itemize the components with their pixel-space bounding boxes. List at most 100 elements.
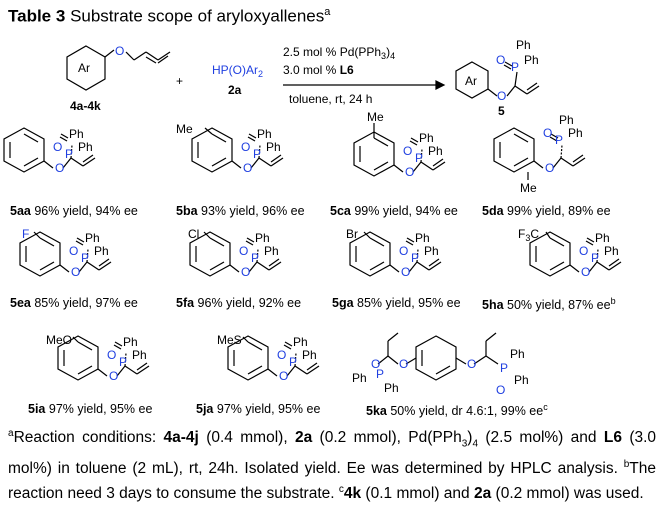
condition-catalyst: 2.5 mol % Pd(PPh3)4 [283,45,395,61]
svg-text:O: O [579,244,588,258]
svg-text:Ph: Ph [384,381,399,395]
svg-text:Me: Me [520,181,537,195]
svg-text:P: P [251,251,259,265]
svg-text:Ph: Ph [94,244,109,258]
svg-text:O: O [401,265,410,279]
svg-text:F: F [22,227,29,241]
svg-text:Ph: Ph [69,127,84,141]
svg-text:Ph: Ph [568,126,583,140]
table-footnote: aReaction conditions: 4a-4j (0.4 mmol), … [8,428,657,503]
svg-text:P: P [376,367,384,381]
caption-5aa: 5aa 96% yield, 94% ee [10,204,138,218]
svg-text:Cl: Cl [188,227,199,241]
o-atom: O [497,89,506,103]
svg-text:Ph: Ph [123,335,138,349]
svg-text:O: O [239,244,248,258]
condition-solvent: toluene, rt, 24 h [289,92,372,106]
svg-text:O: O [243,161,252,175]
svg-text:P: P [81,251,89,265]
svg-text:O: O [467,357,476,371]
svg-text:O: O [55,161,64,175]
svg-text:O: O [371,357,380,371]
svg-text:O: O [241,140,250,154]
svg-text:F3C: F3C [518,227,539,243]
caption-5ga: 5ga 85% yield, 95% ee [332,296,461,310]
svg-text:MeO: MeO [46,333,72,347]
caption-5ka: 5ka 50% yield, dr 4.6:1, 99% eec [366,402,548,419]
svg-text:Me: Me [176,122,193,136]
svg-text:Ph: Ph [78,140,93,154]
svg-text:Ph: Ph [302,348,317,362]
svg-text:O: O [543,126,552,140]
svg-text:O: O [405,165,414,179]
svg-text:O: O [69,244,78,258]
caption-5fa: 5fa 96% yield, 92% ee [176,296,302,310]
svg-text:O: O [403,144,412,158]
ph-label: Ph [524,53,539,67]
svg-text:O: O [496,383,505,397]
svg-text:Ph: Ph [428,144,443,158]
svg-text:Ph: Ph [266,140,281,154]
svg-text:P: P [119,355,127,369]
caption-5ha: 5ha 50% yield, 87% eeb [482,296,616,313]
product-structure [455,61,540,99]
caption-5ca: 5ca 99% yield, 94% ee [330,204,458,218]
o-atom: O [496,53,505,67]
svg-text:P: P [500,361,508,375]
svg-text:Br: Br [346,227,358,241]
svg-text:Ph: Ph [132,348,147,362]
footnote-mark-a: a [324,6,331,18]
svg-text:P: P [591,251,599,265]
substrate-label: 4a-4k [70,99,101,113]
svg-text:O: O [279,369,288,383]
svg-text:Ph: Ph [257,127,272,141]
svg-text:Ph: Ph [415,231,430,245]
product-label: 5 [498,104,505,118]
plus-sign: + [176,74,183,88]
o-atom: O [115,44,124,58]
condition-ligand: 3.0 mol % L6 [283,63,354,77]
svg-text:O: O [53,140,62,154]
svg-text:P: P [411,251,419,265]
product-ar: Ar [465,74,477,88]
caption-5ba: 5ba 93% yield, 96% ee [176,204,305,218]
reagent-label: 2a [228,83,242,97]
svg-text:P: P [415,151,423,165]
svg-text:Ph: Ph [595,231,610,245]
svg-text:Ph: Ph [352,371,367,385]
svg-text:O: O [241,265,250,279]
table-title: Table 3 Substrate scope of aryloxyallene… [8,6,330,27]
svg-text:Ph: Ph [604,244,619,258]
caption-5ja: 5ja 97% yield, 95% ee [196,402,321,416]
svg-text:O: O [277,348,286,362]
reagent-formula: HP(O)Ar2 [212,63,263,79]
svg-text:O: O [545,161,554,175]
caption-5ia: 5ia 97% yield, 95% ee [28,402,153,416]
svg-text:Me: Me [367,110,384,124]
caption-5da: 5da 99% yield, 89% ee [482,204,611,218]
svg-text:Ph: Ph [85,231,100,245]
ph-label: Ph [516,38,531,52]
labels-5ka: O O O P Ph Ph P Ph Ph O [352,347,529,397]
svg-text:MeS: MeS [217,333,242,347]
p-atom: P [511,60,519,74]
svg-text:Ph: Ph [514,373,529,387]
svg-text:P: P [555,133,563,147]
svg-text:O: O [581,265,590,279]
svg-text:O: O [399,244,408,258]
svg-text:Ph: Ph [255,231,270,245]
table-label: Table 3 [8,6,66,26]
svg-text:Ph: Ph [293,335,308,349]
ar-label: Ar [78,61,90,75]
caption-5ea: 5ea 85% yield, 97% ee [10,296,138,310]
